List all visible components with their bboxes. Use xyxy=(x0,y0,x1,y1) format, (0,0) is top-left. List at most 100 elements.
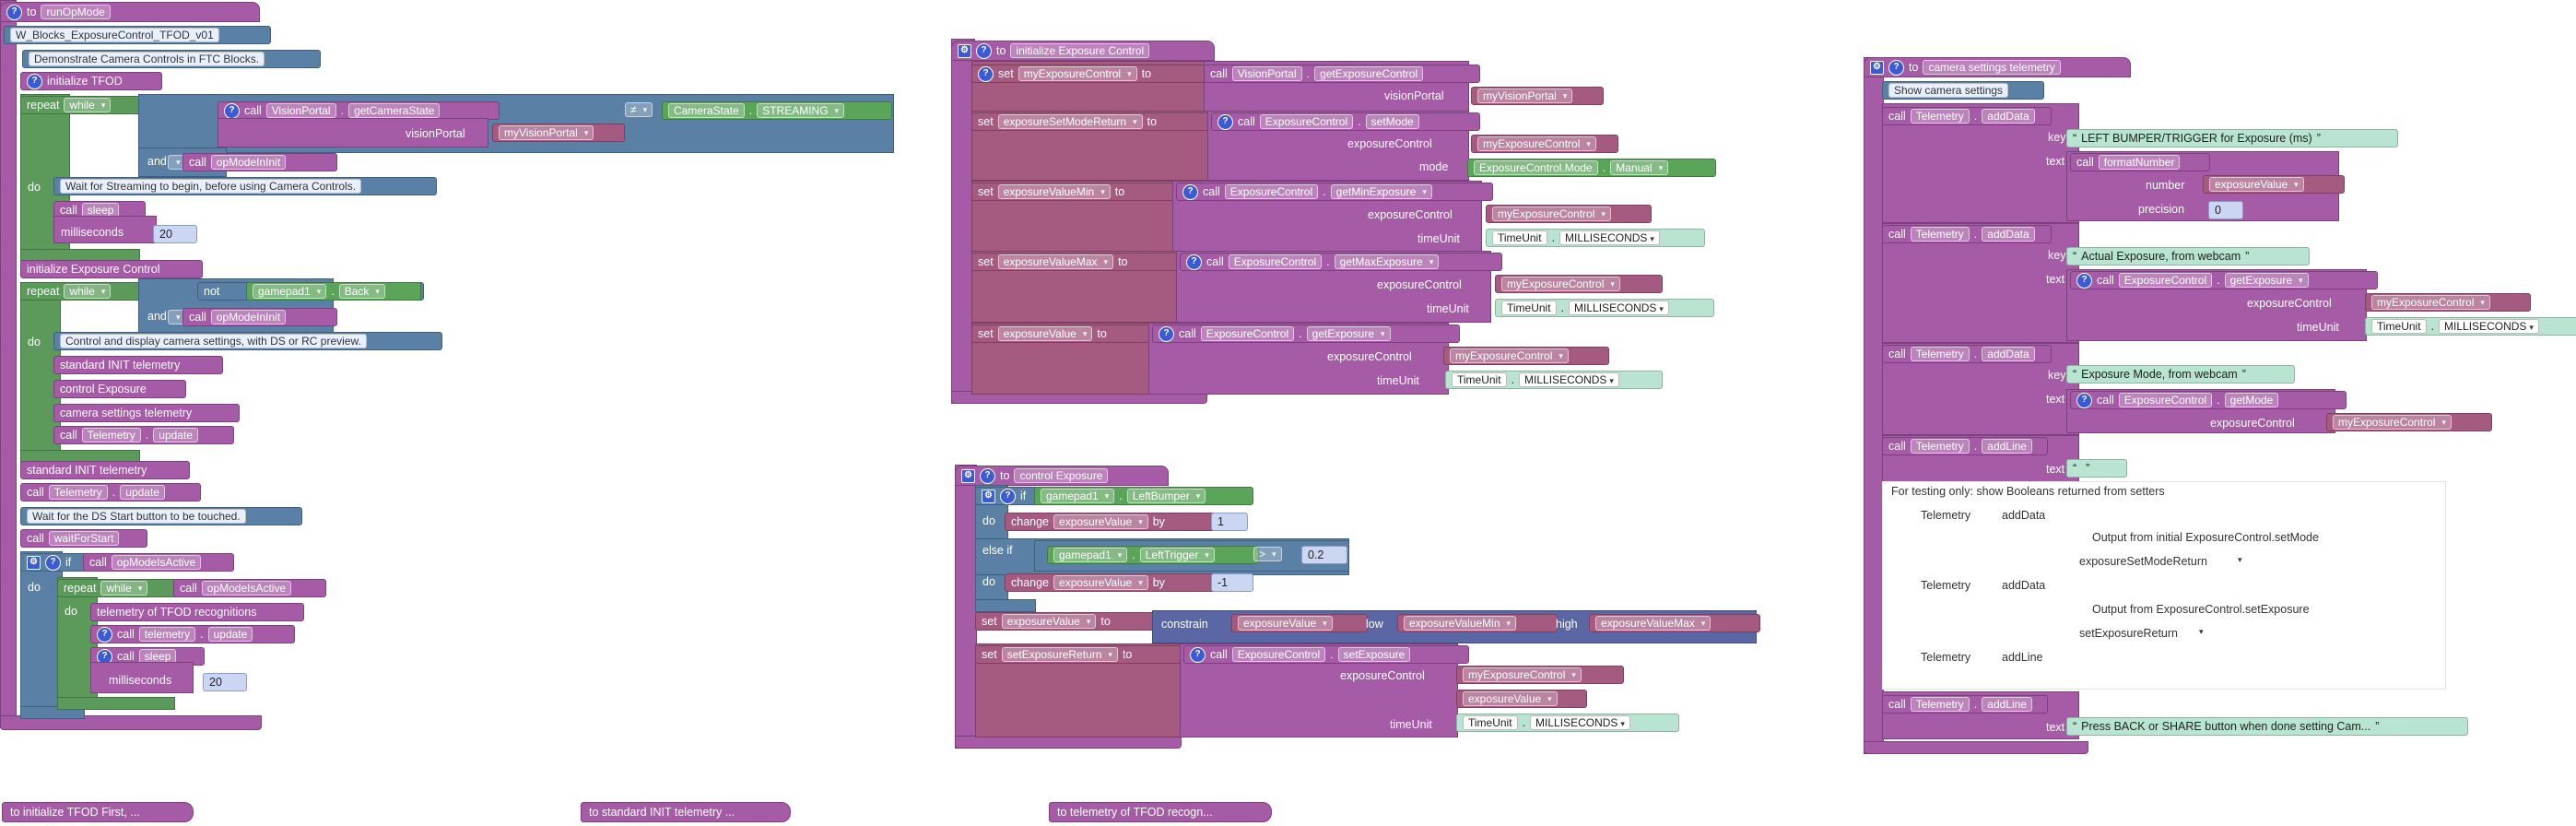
change-exposure-value-up[interactable]: change exposureValue by xyxy=(1005,513,1220,531)
call-standard-init-telemetry[interactable]: standard INIT telemetry xyxy=(20,461,190,479)
call-telemetry-tfod[interactable]: telemetry of TFOD recognitions xyxy=(90,603,304,621)
enum-exposure-mode[interactable]: ExposureControl.Mode . Manual xyxy=(1467,159,1716,177)
call-get-camera-state[interactable]: ? call VisionPortal . getCameraState xyxy=(218,101,500,120)
string-key-exposure-mode[interactable]: “Exposure Mode, from webcam” xyxy=(2066,365,2295,384)
repeat-while-header[interactable]: repeat while xyxy=(20,282,151,301)
help-icon[interactable]: ? xyxy=(45,554,61,571)
set-exposure-value-max[interactable]: set exposureValueMax to xyxy=(971,253,1193,271)
repeat-while-header[interactable]: repeat while xyxy=(20,96,151,114)
procedure-name-field[interactable]: runOpMode xyxy=(41,5,111,19)
string-key-actual-exposure[interactable]: “Actual Exposure, from webcam” xyxy=(2066,247,2310,266)
disabled-output-set-mode[interactable]: Output from initial ExposureControl.setM… xyxy=(2092,531,2319,544)
help-icon[interactable]: ? xyxy=(1000,488,1016,504)
disabled-telemetry-label[interactable]: Telemetry xyxy=(1921,651,1971,664)
if-header[interactable]: ⚙ ? if xyxy=(975,487,1047,505)
change-exposure-value-down[interactable]: change exposureValue by xyxy=(1005,573,1220,592)
chevron-down-icon[interactable]: ▾ xyxy=(2199,627,2204,636)
variable-exposure-value[interactable]: exposureValue xyxy=(1231,614,1368,632)
enum-camera-state[interactable]: CameraState . STREAMING xyxy=(662,101,892,120)
variable-my-exposure-control[interactable]: myExposureControl xyxy=(1471,135,1618,153)
variable-exposure-value-max[interactable]: exposureValueMax xyxy=(1589,614,1760,632)
call-get-max-exposure-header[interactable]: ? call ExposureControl . getMaxExposure xyxy=(1180,253,1502,271)
loop-mode-dropdown[interactable]: while xyxy=(64,98,112,112)
help-icon[interactable]: ? xyxy=(976,42,992,59)
variable-my-exposure-control[interactable]: myExposureControl xyxy=(2365,293,2531,312)
call-telemetry-add-data[interactable]: call Telemetry . addData xyxy=(1882,225,2052,243)
call-set-mode-header[interactable]: ? call ExposureControl . setMode xyxy=(1211,112,1480,131)
number-precision[interactable]: 0 xyxy=(2208,201,2243,219)
compare-operator[interactable]: ≠ xyxy=(619,101,659,118)
call-op-mode-in-init[interactable]: call opModeInInit xyxy=(182,308,337,326)
number-20[interactable]: 20 xyxy=(153,225,197,243)
disabled-output-set-exposure[interactable]: Output from ExposureControl.setExposure xyxy=(2092,603,2310,616)
help-icon[interactable]: ? xyxy=(1217,113,1233,130)
variable-my-exposure-control[interactable]: myExposureControl xyxy=(1495,275,1663,293)
variable-exposure-value-min[interactable]: exposureValueMin xyxy=(1397,614,1558,632)
help-icon[interactable]: ? xyxy=(1888,59,1904,76)
number-neg1[interactable]: -1 xyxy=(1211,573,1253,592)
gamepad-left-trigger[interactable]: gamepad1 . LeftTrigger xyxy=(1047,546,1259,564)
enum-time-unit[interactable]: TimeUnit . MILLISECONDS xyxy=(2365,317,2576,336)
help-icon[interactable]: ? xyxy=(224,102,240,119)
call-op-mode-is-active[interactable]: call opModeIsActive xyxy=(173,579,326,597)
call-wait-for-start[interactable]: call waitForStart xyxy=(20,529,147,548)
compare-operator[interactable]: > xyxy=(1248,546,1288,562)
comment-block[interactable]: W_Blocks_ExposureControl_TFOD_v01 xyxy=(4,26,271,44)
call-sleep[interactable]: ? call sleep xyxy=(90,647,205,666)
call-op-mode-is-active[interactable]: call opModeIsActive xyxy=(83,553,234,572)
call-telemetry-add-line[interactable]: call Telemetry . addLine xyxy=(1882,437,2048,455)
call-get-exposure-header[interactable]: ? call ExposureControl . getExposure xyxy=(1152,324,1460,343)
help-icon[interactable]: ? xyxy=(27,73,42,89)
if-header[interactable]: ⚙ ? if xyxy=(20,553,96,572)
loop-mode-dropdown[interactable]: while xyxy=(64,284,112,299)
string-press-back[interactable]: “Press BACK or SHARE button when done se… xyxy=(2066,717,2468,736)
help-icon[interactable]: ? xyxy=(978,65,994,82)
call-get-min-exposure-header[interactable]: ? call ExposureControl . getMinExposure xyxy=(1176,183,1493,201)
gear-icon[interactable]: ⚙ xyxy=(958,43,971,58)
gamepad-left-bumper[interactable]: gamepad1 . LeftBumper xyxy=(1034,487,1253,505)
call-get-exposure-header[interactable]: ? call ExposureControl . getExposure xyxy=(2070,271,2378,289)
set-my-exposure-control[interactable]: ? set myExposureControl to xyxy=(971,65,1218,83)
repeat-while-header[interactable]: repeat while xyxy=(57,579,186,597)
chevron-down-icon[interactable]: ▾ xyxy=(2238,555,2242,564)
gear-icon[interactable]: ⚙ xyxy=(1870,60,1884,75)
call-telemetry-update[interactable]: call Telemetry . update xyxy=(53,426,234,444)
call-camera-settings-telemetry[interactable]: camera settings telemetry xyxy=(53,404,240,422)
variable-exposure-value[interactable]: exposureValue xyxy=(1456,690,1587,708)
number-1[interactable]: 1 xyxy=(1211,513,1248,531)
help-icon[interactable]: ? xyxy=(97,626,112,643)
disabled-add-data-label[interactable]: addData xyxy=(2002,509,2046,522)
help-icon[interactable]: ? xyxy=(6,4,22,20)
disabled-add-line-label[interactable]: addLine xyxy=(2002,651,2043,664)
help-icon[interactable]: ? xyxy=(1182,183,1198,200)
comment-testing-only[interactable]: For testing only: show Booleans returned… xyxy=(1891,485,2165,498)
string-empty[interactable]: “ ” xyxy=(2066,459,2127,478)
call-telemetry-add-data[interactable]: call Telemetry . addData xyxy=(1882,107,2052,125)
help-icon[interactable]: ? xyxy=(1190,646,1206,663)
call-control-exposure[interactable]: control Exposure xyxy=(53,380,186,398)
set-exposure-value[interactable]: set exposureValue to xyxy=(975,612,1170,631)
call-format-number-header[interactable]: call formatNumber xyxy=(2070,153,2210,171)
call-set-exposure-header[interactable]: ? call ExposureControl . setExposure xyxy=(1183,645,1469,664)
call-standard-init-telemetry[interactable]: standard INIT telemetry xyxy=(53,356,223,374)
call-telemetry-add-line[interactable]: call Telemetry . addLine xyxy=(1882,695,2048,714)
number-threshold[interactable]: 0.2 xyxy=(1301,546,1347,564)
procedure-header[interactable]: ⚙ ? to initialize Exposure Control xyxy=(951,41,1215,61)
comment-show-camera-settings[interactable]: Show camera settings xyxy=(1882,81,2044,100)
comment-wait-ds-start[interactable]: Wait for the DS Start button to be touch… xyxy=(20,507,302,525)
disabled-set-exposure-return[interactable]: setExposureReturn xyxy=(2079,627,2179,640)
variable-exposure-value[interactable]: exposureValue xyxy=(2203,175,2345,194)
string-key-left-bumper[interactable]: “LEFT BUMPER/TRIGGER for Exposure (ms)” xyxy=(2066,129,2398,148)
collapsed-telemetry-tfod[interactable]: to telemetry of TFOD recogn... xyxy=(1049,802,1272,822)
help-icon[interactable]: ? xyxy=(1159,325,1174,342)
comment-wait-streaming[interactable]: Wait for Streaming to begin, before usin… xyxy=(53,177,437,195)
disabled-exposure-set-mode-return[interactable]: exposureSetModeReturn xyxy=(2079,555,2207,568)
help-icon[interactable]: ? xyxy=(97,648,112,665)
variable-my-vision-portal[interactable]: myVisionPortal xyxy=(1471,87,1604,105)
enum-time-unit[interactable]: TimeUnit . MILLISECONDS xyxy=(1445,371,1663,389)
set-set-exposure-return[interactable]: set setExposureReturn to xyxy=(975,645,1196,664)
call-initialize-exposure-control[interactable]: initialize Exposure Control xyxy=(20,260,203,278)
disabled-telemetry-label[interactable]: Telemetry xyxy=(1921,579,1971,592)
variable-my-vision-portal[interactable]: myVisionPortal xyxy=(492,124,625,142)
disabled-telemetry-label[interactable]: Telemetry xyxy=(1921,509,1971,522)
